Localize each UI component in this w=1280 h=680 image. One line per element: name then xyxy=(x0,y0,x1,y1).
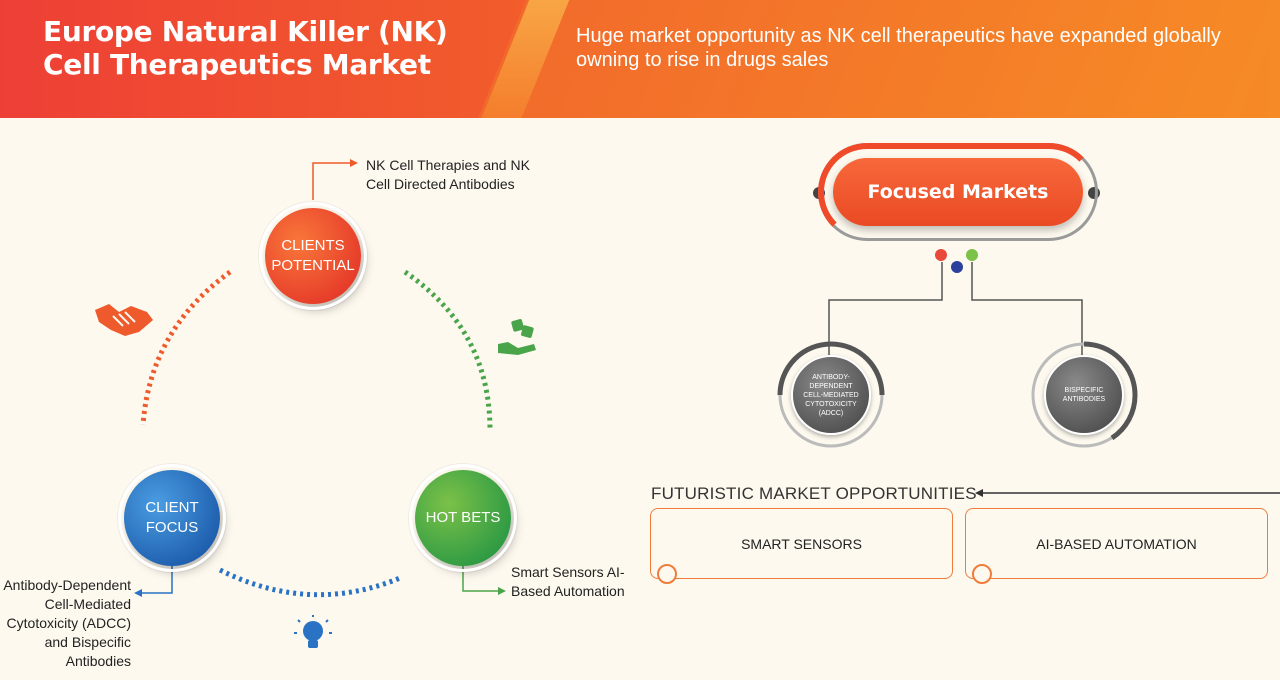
opportunity-card-ai-automation: AI-BASED AUTOMATION xyxy=(965,508,1268,584)
focused-markets-label: Focused Markets xyxy=(867,181,1049,203)
client-focus-circle: CLIENT FOCUS xyxy=(118,464,226,572)
clients-potential-circle: CLIENTS POTENTIAL xyxy=(259,202,367,310)
opportunity-label: AI-BASED AUTOMATION xyxy=(1036,535,1197,552)
connector-clients xyxy=(312,162,352,200)
segment-bispecific: BISPECIFIC ANTIBODIES xyxy=(1032,343,1136,447)
card-knob xyxy=(657,564,677,584)
dot-green xyxy=(966,249,978,261)
segment-adcc: ANTIBODY-DEPENDENT CELL-MEDIATED CYTOTOX… xyxy=(779,343,883,447)
segment-adcc-label: ANTIBODY-DEPENDENT CELL-MEDIATED CYTOTOX… xyxy=(791,355,871,435)
focused-markets-button: Focused Markets xyxy=(833,158,1083,226)
hot-bets-circle: HOT BETS xyxy=(409,464,517,572)
client-focus-label: CLIENT FOCUS xyxy=(145,499,199,536)
card-knob xyxy=(972,564,992,584)
dice-hand-icon xyxy=(498,319,536,355)
clients-potential-label: CLIENTS POTENTIAL xyxy=(271,237,355,274)
connector-fm-right xyxy=(971,262,1083,356)
futuristic-title: FUTURISTIC MARKET OPPORTUNITIES xyxy=(651,484,977,503)
hot-bets-note: Smart Sensors AI-Based Automation xyxy=(511,564,625,599)
hot-bets-label: HOT BETS xyxy=(425,509,501,526)
dot-red xyxy=(935,249,947,261)
arc-orange xyxy=(140,269,232,426)
segment-bispecific-label: BISPECIFIC ANTIBODIES xyxy=(1044,355,1124,435)
page-title: Europe Natural Killer (NK) Cell Therapeu… xyxy=(43,15,448,81)
arc-blue xyxy=(218,567,401,598)
client-focus-note: Antibody-Dependent Cell-Mediated Cytotox… xyxy=(3,577,131,669)
opportunity-label: SMART SENSORS xyxy=(741,535,862,552)
opportunity-card-smart-sensors: SMART SENSORS xyxy=(650,508,953,584)
lightbulb-icon xyxy=(294,615,332,648)
dot-blue xyxy=(951,261,963,273)
handshake-icon xyxy=(95,304,153,336)
clients-potential-note: NK Cell Therapies and NK Cell Directed A… xyxy=(366,157,530,192)
connector-fm-left xyxy=(828,262,943,356)
page-tagline: Huge market opportunity as NK cell thera… xyxy=(576,25,1221,71)
header-banner: Europe Natural Killer (NK) Cell Therapeu… xyxy=(0,0,1280,118)
focused-markets-ring-accent xyxy=(818,143,1098,241)
arc-green xyxy=(403,269,493,431)
